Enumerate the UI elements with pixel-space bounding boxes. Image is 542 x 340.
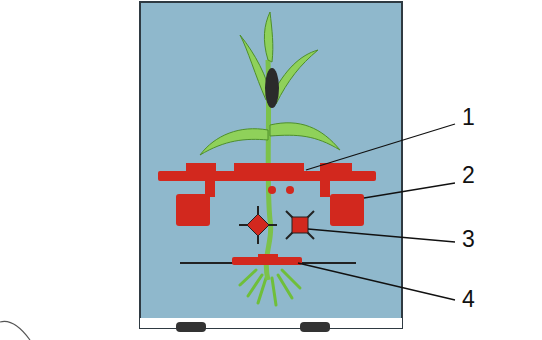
top-bar [158,163,376,194]
lower-plate-hub [258,254,278,259]
side-blocks [176,181,364,226]
callout-number: 3 [462,228,475,251]
callout-number: 1 [462,106,475,129]
wheel [300,322,330,332]
rotor-spokes [239,206,314,244]
corn-ear [265,68,279,108]
plant-leaves [200,12,340,155]
background-panel [140,2,402,328]
leader-lines [298,124,455,300]
callout-number: 2 [462,164,475,187]
frame-edge [0,321,30,340]
wheel [176,322,206,332]
roots [240,270,300,305]
rotors [247,214,308,236]
callout-number: 4 [462,288,475,311]
